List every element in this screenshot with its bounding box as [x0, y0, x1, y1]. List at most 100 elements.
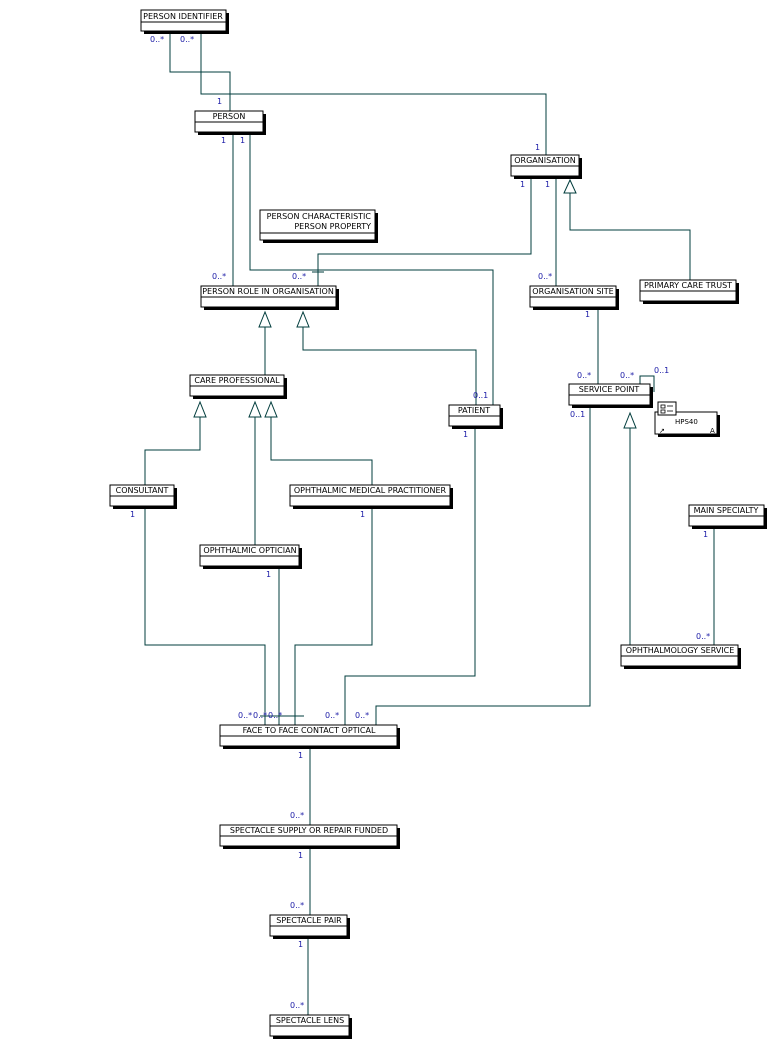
entity-ophthalmology-service[interactable]: OPHTHALMOLOGY SERVICE — [620, 644, 741, 669]
entity-person-role-in-organisation[interactable]: PERSON ROLE IN ORGANISATION — [200, 285, 339, 310]
entity-ophthalmic-optician[interactable]: OPHTHALMIC OPTICIAN — [199, 544, 302, 569]
arrow-consultant-cp — [193, 400, 207, 418]
link-omp-cp — [270, 417, 373, 485]
entity-label: CONSULTANT — [116, 486, 169, 495]
link-identifier-person — [169, 33, 231, 111]
entity-person[interactable]: PERSON — [194, 110, 266, 135]
entity-label: OPHTHALMIC MEDICAL PRACTITIONER — [294, 486, 447, 495]
multiplicity-label: 0..* — [538, 272, 552, 281]
grid-icon — [660, 404, 673, 414]
entity-label: SPECTACLE LENS — [276, 1016, 344, 1025]
entity-label: ORGANISATION SITE — [532, 287, 613, 296]
multiplicity-label: 1 — [298, 851, 303, 860]
arrow-optician-cp — [248, 400, 262, 418]
multiplicity-label: 0..* — [696, 632, 710, 641]
entity-person-identifier[interactable]: PERSON IDENTIFIER — [140, 9, 229, 34]
entity-main-specialty[interactable]: MAIN SPECIALTY — [688, 504, 767, 529]
entity-primary-care-trust[interactable]: PRIMARY CARE TRUST — [639, 279, 739, 304]
entity-spectacle-pair[interactable]: SPECTACLE PAIR — [269, 914, 350, 939]
multiplicity-label: 1 — [298, 751, 303, 760]
multiplicity-label: 1 — [221, 136, 226, 145]
entity-label: SPECTACLE PAIR — [276, 916, 342, 925]
entity-face-to-face-contact-optical[interactable]: FACE TO FACE CONTACT OPTICAL — [219, 724, 400, 749]
arrow-omp-cp — [264, 400, 278, 418]
entity-patient[interactable]: PATIENT — [448, 404, 503, 429]
entity-label: PERSON PROPERTY — [294, 222, 371, 231]
multiplicity-label: 0..* — [253, 711, 267, 720]
multiplicity-label: 1 — [703, 530, 708, 539]
entity-spectacle-supply-or-repair-funded[interactable]: SPECTACLE SUPPLY OR REPAIR FUNDED — [219, 824, 400, 849]
multiplicity-label: 1 — [463, 430, 468, 439]
entity-service-point[interactable]: SERVICE POINT — [568, 383, 653, 408]
multiplicity-label: 0..* — [577, 371, 591, 380]
entity-organisation-site[interactable]: ORGANISATION SITE — [529, 285, 619, 310]
entity-label: PERSON — [213, 112, 246, 121]
entity-label: SERVICE POINT — [579, 385, 640, 394]
multiplicity-label: 0..* — [150, 35, 164, 44]
arrow-pct-org — [563, 178, 577, 194]
multiplicity-label: 0..* — [292, 272, 306, 281]
entity-label: OPHTHALMIC OPTICIAN — [203, 546, 296, 555]
multiplicity-label: 1 — [360, 510, 365, 519]
entity-organisation[interactable]: ORGANISATION — [510, 154, 582, 179]
arrow-cp-role — [258, 310, 272, 328]
entity-label: FACE TO FACE CONTACT OPTICAL — [243, 726, 376, 735]
link-org-role — [317, 179, 532, 286]
multiplicity-label: 0..* — [290, 1001, 304, 1010]
multiplicity-label: 0..* — [290, 901, 304, 910]
generalization-arrows — [193, 178, 637, 429]
entity-label: PRIMARY CARE TRUST — [644, 281, 732, 290]
multiplicity-label: 0..* — [268, 711, 282, 720]
link-sp-self — [639, 375, 655, 392]
multiplicity-label: 0..* — [212, 272, 226, 281]
multiplicity-label: 1 — [217, 97, 222, 106]
entity-label: PATIENT — [458, 406, 490, 415]
link-sp-f2f — [375, 408, 591, 725]
entity-care-professional[interactable]: CARE PROFESSIONAL — [189, 374, 287, 399]
entity-label: ORGANISATION — [514, 156, 575, 165]
note-corner-right: A — [710, 427, 715, 435]
entity-spectacle-lens[interactable]: SPECTACLE LENS — [269, 1014, 352, 1039]
multiplicity-label: 0..1 — [570, 410, 585, 419]
entity-label: OPHTHALMOLOGY SERVICE — [626, 646, 735, 655]
multiplicity-label: 1 — [520, 180, 525, 189]
multiplicity-label: 0..* — [180, 35, 194, 44]
link-person-patient — [249, 134, 494, 405]
multiplicity-label: 0..* — [355, 711, 369, 720]
multiplicity-label: 1 — [130, 510, 135, 519]
entity-label: SPECTACLE SUPPLY OR REPAIR FUNDED — [230, 826, 388, 835]
arrow-patient-role — [296, 310, 310, 328]
multiplicity-label: 1 — [535, 143, 540, 152]
link-omp-f2f — [294, 508, 373, 725]
multiplicity-label: 1 — [266, 570, 271, 579]
entity-ophthalmic-medical-practitioner[interactable]: OPHTHALMIC MEDICAL PRACTITIONER — [289, 484, 453, 509]
note-hps40[interactable]: HPS40 ↗ A — [654, 401, 720, 437]
link-consultant-cp — [144, 417, 201, 485]
multiplicity-label: 0..1 — [473, 391, 488, 400]
link-patient-role — [302, 327, 477, 405]
multiplicity-label: 1 — [298, 940, 303, 949]
entity-label: PERSON ROLE IN ORGANISATION — [202, 287, 334, 296]
link-patient-f2f — [344, 428, 476, 725]
link-pct-org — [569, 192, 691, 280]
multiplicity-labels: 0..* 0..* 1 1 1 1 1 1 0..* 0..* 0..* 1 0… — [130, 35, 710, 1010]
entity-person-characteristic[interactable]: PERSON CHARACTERISTIC PERSON PROPERTY — [259, 209, 378, 243]
multiplicity-label: 0..* — [238, 711, 252, 720]
link-identifier-organisation — [200, 33, 547, 155]
multiplicity-label: 1 — [545, 180, 550, 189]
arrow-ophservice-sp — [623, 411, 637, 429]
entity-consultant[interactable]: CONSULTANT — [109, 484, 177, 509]
entity-label: PERSON IDENTIFIER — [143, 12, 223, 21]
connectors — [144, 33, 715, 1015]
note-corner-left: ↗ — [659, 427, 665, 435]
note-label: HPS40 — [675, 418, 698, 426]
multiplicity-label: 0..1 — [654, 366, 669, 375]
multiplicity-label: 0..* — [290, 811, 304, 820]
link-consultant-f2f — [144, 508, 266, 725]
entity-label: CARE PROFESSIONAL — [194, 376, 280, 385]
entity-label: MAIN SPECIALTY — [694, 506, 759, 515]
entity-label: PERSON CHARACTERISTIC — [267, 212, 372, 221]
multiplicity-label: 1 — [240, 136, 245, 145]
multiplicity-label: 0..* — [325, 711, 339, 720]
